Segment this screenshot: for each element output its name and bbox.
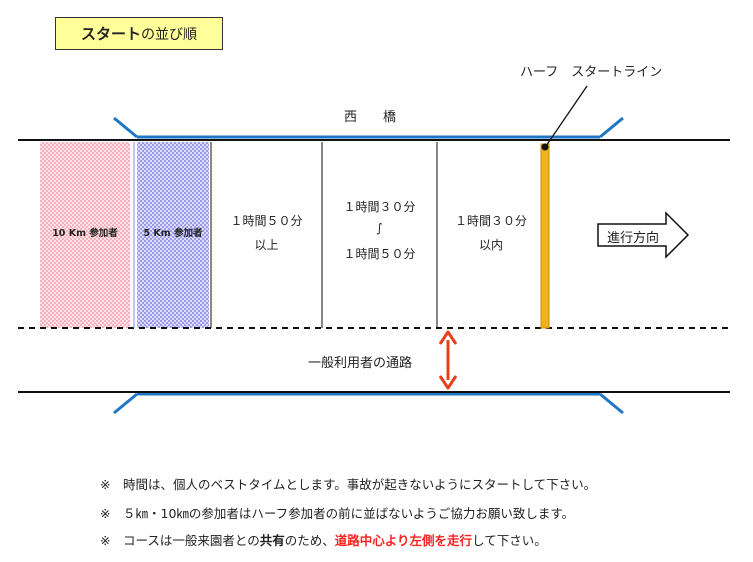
- note-3-emphasis: 道路中心より左側を走行: [334, 533, 473, 548]
- note-1: ※ 時間は、個人のベストタイムとします。事故が起きないようにスタートして下さい。: [100, 474, 596, 493]
- passage-arrow-bottom-head: [438, 375, 458, 390]
- bridge-bottom-left-wing: [113, 392, 138, 415]
- zone-10km-fill: [40, 142, 130, 328]
- bridge-top-right-wing: [599, 116, 624, 139]
- note-3: ※ コースは一般来園者との共有のため、道路中心より左側を走行して下さい。: [100, 530, 547, 549]
- zone-130-150-line2: ∫: [376, 221, 383, 235]
- zone-10km-label: 10 Km 参加者: [52, 228, 118, 239]
- note-2-mark: ※: [100, 506, 111, 521]
- passage-arrow-top-head: [438, 330, 458, 345]
- note-1-mark: ※: [100, 477, 111, 492]
- direction-label: 進行方向: [606, 231, 659, 246]
- zone-over-150-line1: １時間５０分: [230, 214, 303, 228]
- note-3-mark: ※: [100, 533, 111, 548]
- zone-over-150-line2: 以上: [254, 238, 279, 252]
- bridge-label: 西 橋: [343, 110, 396, 125]
- zone-130-150-line3: １時間５０分: [343, 247, 416, 261]
- zone-130-150-line1: １時間３０分: [343, 200, 416, 214]
- note-3-bold: 共有: [259, 533, 285, 548]
- title-rest: の並び順: [141, 26, 197, 43]
- bridge-bottom-right-wing: [599, 392, 624, 415]
- title-bold: スタート: [80, 25, 141, 43]
- note-3-post: して下さい。: [472, 533, 547, 548]
- note-3-mid: のため、: [284, 533, 335, 548]
- note-3-pre: コースは一般来園者との: [123, 533, 260, 548]
- zone-5km-label: 5 Km 参加者: [143, 228, 203, 239]
- note-2: ※ ５㎞・10㎞の参加者はハーフ参加者の前に並ばないようご協力お願い致します。: [100, 503, 574, 522]
- note-2-text: ５㎞・10㎞の参加者はハーフ参加者の前に並ばないようご協力お願い致します。: [123, 506, 575, 521]
- zone-under-130-line1: １時間３０分: [454, 214, 527, 228]
- direction-arrow: [597, 211, 690, 259]
- zone-under-130-line2: 以内: [478, 238, 503, 252]
- title-box: スタートの並び順: [55, 17, 223, 50]
- zone-5km-fill: [137, 142, 209, 328]
- note-1-text: 時間は、個人のベストタイムとします。事故が起きないようにスタートして下さい。: [123, 477, 597, 492]
- half-start-label: ハーフ スタートライン: [520, 65, 663, 80]
- bridge-top-left-wing: [113, 116, 138, 139]
- passage-label: 一般利用者の通路: [307, 356, 412, 371]
- half-start-pointer: [545, 85, 588, 147]
